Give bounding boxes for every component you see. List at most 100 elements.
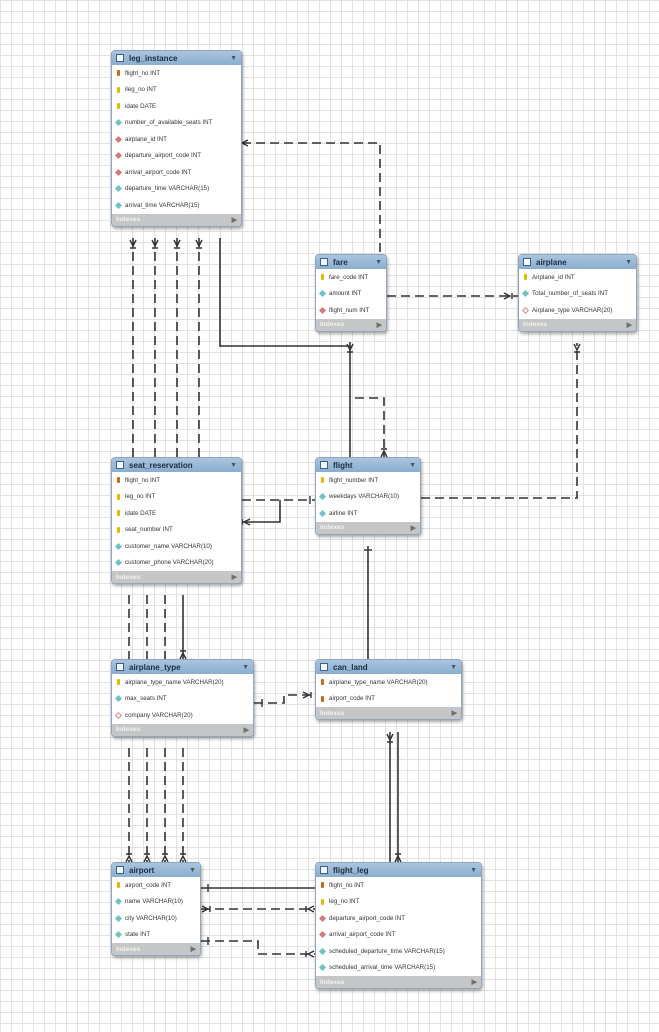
column-name: departure_time VARCHAR(15) [125,185,210,193]
indexes-section[interactable]: Indexes▶ [519,318,636,331]
column-row[interactable]: flight_no INT [316,877,481,894]
collapse-caret-icon[interactable]: ▼ [375,258,382,266]
expand-arrow-icon[interactable]: ▶ [231,216,237,224]
column-row[interactable]: Total_number_of_seats INT [519,286,636,303]
column-row[interactable]: airplane_type_name VARCHAR(20) [112,674,253,691]
column-row[interactable]: customer_name VARCHAR(10) [112,538,241,555]
relationship-line[interactable] [242,500,281,523]
column-row[interactable]: leg_no INT [112,489,241,506]
relationship-line[interactable] [355,397,385,459]
column-row[interactable]: company VARCHAR(20) [112,707,253,724]
relationship-line[interactable] [219,238,350,347]
table-header[interactable]: airplane_type▼ [112,660,253,674]
table-title: can_land [333,662,368,672]
table-header[interactable]: flight▼ [316,458,420,472]
expand-arrow-icon[interactable]: ▶ [471,979,477,986]
column-row[interactable]: seat_number INT [112,522,241,539]
column-row[interactable]: Airplane_id INT [519,269,636,286]
expand-arrow-icon[interactable]: ▶ [231,574,237,581]
column-row[interactable]: departure_time VARCHAR(15) [112,181,241,198]
column-row[interactable]: weekdays VARCHAR(10) [316,489,420,506]
collapse-caret-icon[interactable]: ▼ [450,663,457,671]
indexes-section[interactable]: Indexes▶ [316,318,386,331]
indexes-section[interactable]: Indexes▶ [316,707,461,719]
table-header[interactable]: airplane▼ [519,255,636,269]
indexes-section[interactable]: Indexes▶ [112,943,200,955]
collapse-caret-icon[interactable]: ▼ [230,461,237,469]
table-title: seat_reservation [129,460,193,470]
indexes-section[interactable]: Indexes▶ [316,521,420,534]
column-row[interactable]: departure_airport_code INT [316,910,481,927]
expand-arrow-icon[interactable]: ▶ [626,321,632,329]
collapse-caret-icon[interactable]: ▼ [230,54,237,62]
relationship-line[interactable] [242,142,381,256]
column-row[interactable]: airport_code INT [112,877,200,894]
column-row[interactable]: arrival_airport_code INT [112,164,241,181]
column-row[interactable]: airplane_type_name VARCHAR(20) [316,674,461,691]
collapse-caret-icon[interactable]: ▼ [625,258,632,266]
column-row[interactable]: scheduled_arrival_time VARCHAR(15) [316,960,481,977]
column-name: airline INT [329,509,358,517]
table-can-land[interactable]: can_land ▼ airplane_type_name VARCHAR(20)a… [315,659,462,720]
column-row[interactable]: flight_no INT [112,65,241,82]
column-row[interactable]: idate DATE [112,98,241,115]
column-row[interactable]: scheduled_departure_time VARCHAR(15) [316,943,481,960]
indexes-section[interactable]: Indexes▶ [112,213,241,226]
table-header[interactable]: can_land ▼ [316,660,461,674]
column-row[interactable]: state INT [112,927,200,944]
indexes-section[interactable]: Indexes▶ [112,723,253,736]
column-row[interactable]: airline INT [316,505,420,522]
table-header[interactable]: leg_instance▼ [112,51,241,65]
relationship-line[interactable] [201,940,316,955]
relationship-line[interactable] [254,694,316,704]
column-row[interactable]: flight_num INT [316,302,386,319]
relationship-line[interactable] [421,343,578,499]
column-row[interactable]: idate DATE [112,505,241,522]
column-row[interactable]: departure_airport_code INT [112,148,241,165]
expand-arrow-icon[interactable]: ▶ [410,524,416,532]
column-row[interactable]: amount INT [316,286,386,303]
collapse-caret-icon[interactable]: ▼ [409,461,416,469]
foreign-key-icon [318,914,327,922]
column-name: amount INT [329,290,362,298]
column-row[interactable]: airplane_id INT [112,131,241,148]
column-row[interactable]: city VARCHAR(10) [112,910,200,927]
expand-arrow-icon[interactable]: ▶ [190,946,196,953]
table-header[interactable]: fare▼ [316,255,386,269]
cardinality-marker [241,518,251,526]
table-airplane-type[interactable]: airplane_type▼airplane_type_name VARCHAR… [111,659,254,737]
indexes-section[interactable]: Indexes▶ [112,571,241,583]
column-row[interactable]: arrival_airport_code INT [316,927,481,944]
column-row[interactable]: customer_phone VARCHAR(20) [112,555,241,572]
table-header[interactable]: airport▼ [112,863,200,877]
column-row[interactable]: flight_no INT [112,472,241,489]
column-row[interactable]: max_seats INT [112,691,253,708]
collapse-caret-icon[interactable]: ▼ [470,866,477,874]
column-row[interactable]: arrival_time VARCHAR(15) [112,197,241,214]
expand-arrow-icon[interactable]: ▶ [243,726,249,734]
column-row[interactable]: Airplane_type VARCHAR(20) [519,302,636,319]
column-row[interactable]: leg_no INT [316,894,481,911]
table-header[interactable]: flight_leg▼ [316,863,481,877]
expand-arrow-icon[interactable]: ▶ [376,321,382,329]
expand-arrow-icon[interactable]: ▶ [451,710,457,717]
column-row[interactable]: name VARCHAR(10) [112,894,200,911]
indexes-section[interactable]: Indexes▶ [316,976,481,988]
collapse-caret-icon[interactable]: ▼ [189,866,196,874]
column-row[interactable]: fare_code INT [316,269,386,286]
cardinality-marker [302,691,312,699]
column-row[interactable]: number_of_available_seats INT [112,115,241,132]
table-header[interactable]: seat_reservation ▼ [112,458,241,472]
column-row[interactable]: airport_code INT [316,691,461,708]
collapse-caret-icon[interactable]: ▼ [242,663,249,671]
column-row[interactable]: flight_number INT [316,472,420,489]
column-row[interactable]: ileg_no INT [112,82,241,99]
table-fare[interactable]: fare▼fare_code INT amount INT flight_num I… [315,254,387,332]
column-name: arrival_time VARCHAR(15) [125,201,200,209]
